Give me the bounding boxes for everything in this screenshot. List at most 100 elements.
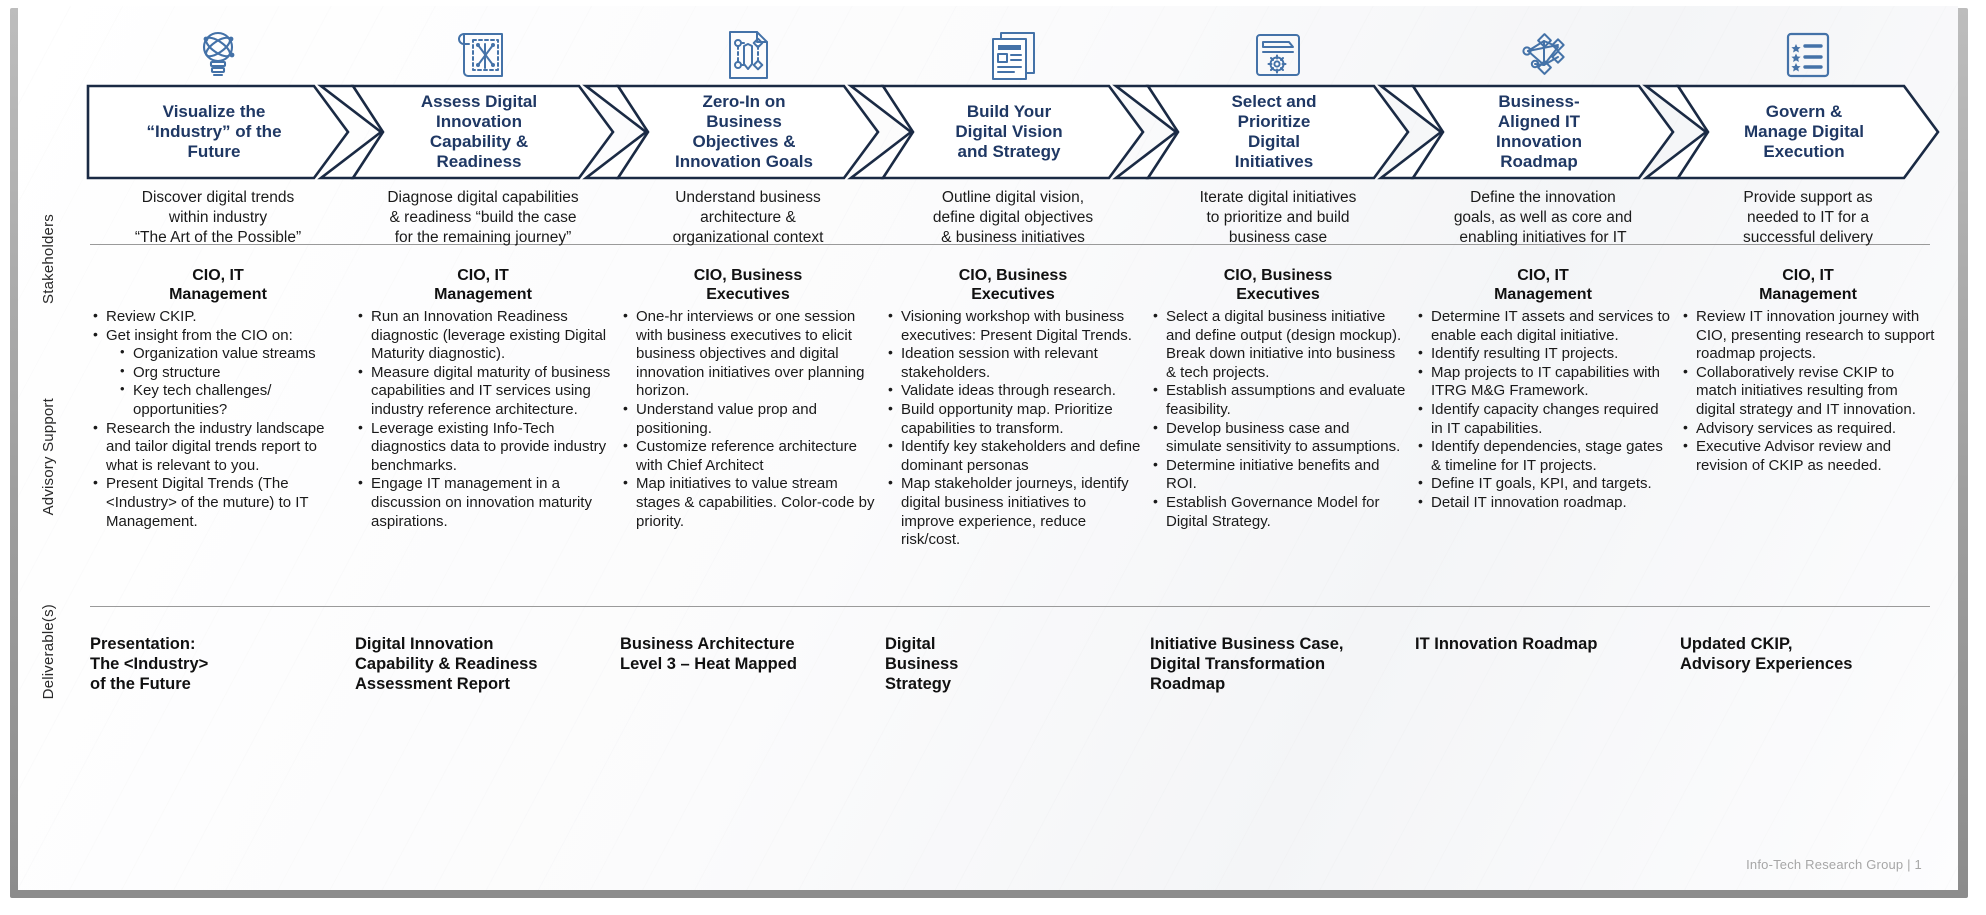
sub-list-item-text: Org structure <box>133 363 221 381</box>
list-item-text: Review IT innovation journey with CIO, p… <box>1696 308 1935 363</box>
stage-chevron[interactable]: Visualize the “Industry” of the Future <box>86 84 350 180</box>
sub-list-item: Key tech challenges/ opportunities? <box>120 381 348 419</box>
folder-gear-icon <box>1146 24 1410 86</box>
list-item-text: Establish Governance Model for Digital S… <box>1166 493 1380 530</box>
stage-title: Business- Aligned IT Innovation Roadmap <box>1496 92 1582 171</box>
stage-column: Zero-In on Business Objectives & Innovat… <box>582 20 880 880</box>
list-item-text: Ideation session with relevant stakehold… <box>901 345 1098 381</box>
stage-deliverable: Business Architecture Level 3 – Heat Map… <box>620 635 797 674</box>
stage-deliverable: Digital Innovation Capability & Readines… <box>355 635 538 694</box>
stage-chevron[interactable]: Build Your Digital Vision and Strategy <box>847 84 1145 180</box>
list-item: Review IT innovation journey with CIO, p… <box>1682 307 1938 364</box>
stage-stakeholders: CIO, IT Management <box>1494 267 1592 304</box>
stage-title: Zero-In on Business Objectives & Innovat… <box>675 92 813 171</box>
list-item-text: Map projects to IT capabilities with ITR… <box>1431 363 1660 400</box>
stage-title: Visualize the “Industry” of the Future <box>146 102 282 161</box>
list-item: Establish Governance Model for Digital S… <box>1152 493 1408 531</box>
stage-chevron[interactable]: Govern & Manage Digital Execution <box>1642 84 1940 180</box>
stage-column: Assess Digital Innovation Capability & R… <box>317 20 615 880</box>
list-item: Understand value prop and positioning. <box>622 400 878 438</box>
list-item-text: Leverage existing Info-Tech diagnostics … <box>371 419 607 474</box>
slide-content: Stakeholders Advisory Support Deliverabl… <box>18 6 1958 890</box>
list-item: Research the industry landscape and tail… <box>92 419 348 476</box>
stage-description: Understand business architecture & organ… <box>672 189 824 246</box>
document-pencil-icon <box>616 24 880 86</box>
list-item-text: Detail IT innovation roadmap. <box>1431 493 1627 511</box>
advisory-support-list: Review IT innovation journey with CIO, p… <box>1682 307 1938 475</box>
stage-deliverable: Presentation: The <Industry> of the Futu… <box>90 635 209 694</box>
list-item-text: Identify resulting IT projects. <box>1431 345 1619 363</box>
list-item-text: Measure digital maturity of business cap… <box>371 363 611 418</box>
list-item-text: Map stakeholder journeys, identify digit… <box>901 475 1129 549</box>
list-item-text: Review CKIP. <box>106 308 197 325</box>
list-item-text: Define IT goals, KPI, and targets. <box>1431 475 1652 493</box>
list-item: Identify key stakeholders and define dom… <box>887 437 1143 475</box>
list-item: Present Digital Trends (The <Industry> o… <box>92 474 348 531</box>
advisory-support-list: One-hr interviews or one session with bu… <box>622 307 878 531</box>
divider-stakeholders-top <box>90 244 1930 245</box>
list-item-text: Present Digital Trends (The <Industry> o… <box>106 475 309 530</box>
list-item-text: Executive Advisor review and revision of… <box>1696 438 1892 474</box>
advisory-support-list: Run an Innovation Readiness diagnostic (… <box>357 307 613 531</box>
stage-deliverable: IT Innovation Roadmap <box>1415 635 1598 653</box>
list-item: Review CKIP. <box>92 307 348 327</box>
list-item: Define IT goals, KPI, and targets. <box>1417 474 1673 494</box>
blueprint-diagnostic-icon <box>351 24 615 86</box>
list-item: One-hr interviews or one session with bu… <box>622 307 878 401</box>
stage-stakeholders: CIO, IT Management <box>434 267 532 304</box>
list-item-text: Identify capacity changes required in IT… <box>1431 400 1659 437</box>
axis-label-deliverables: Deliverable(s) <box>40 604 57 700</box>
list-item-text: Visioning workshop with business executi… <box>901 308 1132 344</box>
list-item: Identify resulting IT projects. <box>1417 344 1673 364</box>
list-item-text: Get insight from the CIO on: <box>106 326 293 344</box>
footer-attribution: Info-Tech Research Group | 1 <box>1746 857 1922 872</box>
stage-deliverable: Updated CKIP, Advisory Experiences <box>1680 635 1853 674</box>
stage-title: Build Your Digital Vision and Strategy <box>955 102 1063 161</box>
stage-stakeholders: CIO, Business Executives <box>693 267 803 304</box>
stage-description: Provide support as needed to IT for a su… <box>1742 189 1874 246</box>
stage-stakeholders: CIO, Business Executives <box>1223 267 1333 304</box>
stage-title: Govern & Manage Digital Execution <box>1744 102 1864 161</box>
list-item-text: Build opportunity map. Prioritize capabi… <box>901 400 1113 437</box>
list-item: Visioning workshop with business executi… <box>887 307 1143 345</box>
list-item-text: Customize reference architecture with Ch… <box>636 438 857 474</box>
sub-list-item: Organization value streams <box>120 344 348 364</box>
list-item-text: Determine IT assets and services to enab… <box>1431 308 1670 344</box>
network-nodes-icon <box>1411 24 1675 86</box>
advisory-support-list: Visioning workshop with business executi… <box>887 307 1143 550</box>
list-item: Map projects to IT capabilities with ITR… <box>1417 363 1673 401</box>
stage-chevron[interactable]: Zero-In on Business Objectives & Innovat… <box>582 84 880 180</box>
stage-title: Select and Prioritize Digital Initiative… <box>1231 92 1317 171</box>
list-item-text: Identify key stakeholders and define dom… <box>901 438 1141 474</box>
list-item: Select a digital business initiative and… <box>1152 307 1408 382</box>
lightbulb-idea-icon <box>86 24 350 86</box>
stage-chevron[interactable]: Select and Prioritize Digital Initiative… <box>1112 84 1410 180</box>
list-item: Identify capacity changes required in IT… <box>1417 400 1673 438</box>
list-item: Determine IT assets and services to enab… <box>1417 307 1673 345</box>
list-item-text: Research the industry landscape and tail… <box>106 419 325 474</box>
list-item: Collaboratively revise CKIP to match ini… <box>1682 363 1938 420</box>
list-item: Validate ideas through research. <box>887 381 1143 401</box>
stage-chevron[interactable]: Assess Digital Innovation Capability & R… <box>317 84 615 180</box>
stage-description: Discover digital trends within industry … <box>134 189 302 246</box>
advisory-support-list: Review CKIP.Get insight from the CIO on:… <box>92 307 348 531</box>
list-item-text: Identify dependencies, stage gates & tim… <box>1431 438 1663 474</box>
axis-label-stakeholders: Stakeholders <box>40 214 57 304</box>
list-item-text: Engage IT management in a discussion on … <box>371 475 592 530</box>
sub-list-item-text: Key tech challenges/ opportunities? <box>133 382 272 418</box>
list-item: Detail IT innovation roadmap. <box>1417 493 1673 513</box>
list-item: Map initiatives to value stream stages &… <box>622 474 878 531</box>
list-item-text: Collaboratively revise CKIP to match ini… <box>1696 363 1916 418</box>
stage-chevron[interactable]: Business- Aligned IT Innovation Roadmap <box>1377 84 1675 180</box>
list-item-text: Run an Innovation Readiness diagnostic (… <box>371 308 607 363</box>
list-item: Customize reference architecture with Ch… <box>622 437 878 475</box>
advisory-support-list: Select a digital business initiative and… <box>1152 307 1408 531</box>
sub-list-item-text: Organization value streams <box>133 345 316 363</box>
list-item-text: Advisory services as required. <box>1696 419 1897 437</box>
list-item: Establish assumptions and evaluate feasi… <box>1152 381 1408 419</box>
